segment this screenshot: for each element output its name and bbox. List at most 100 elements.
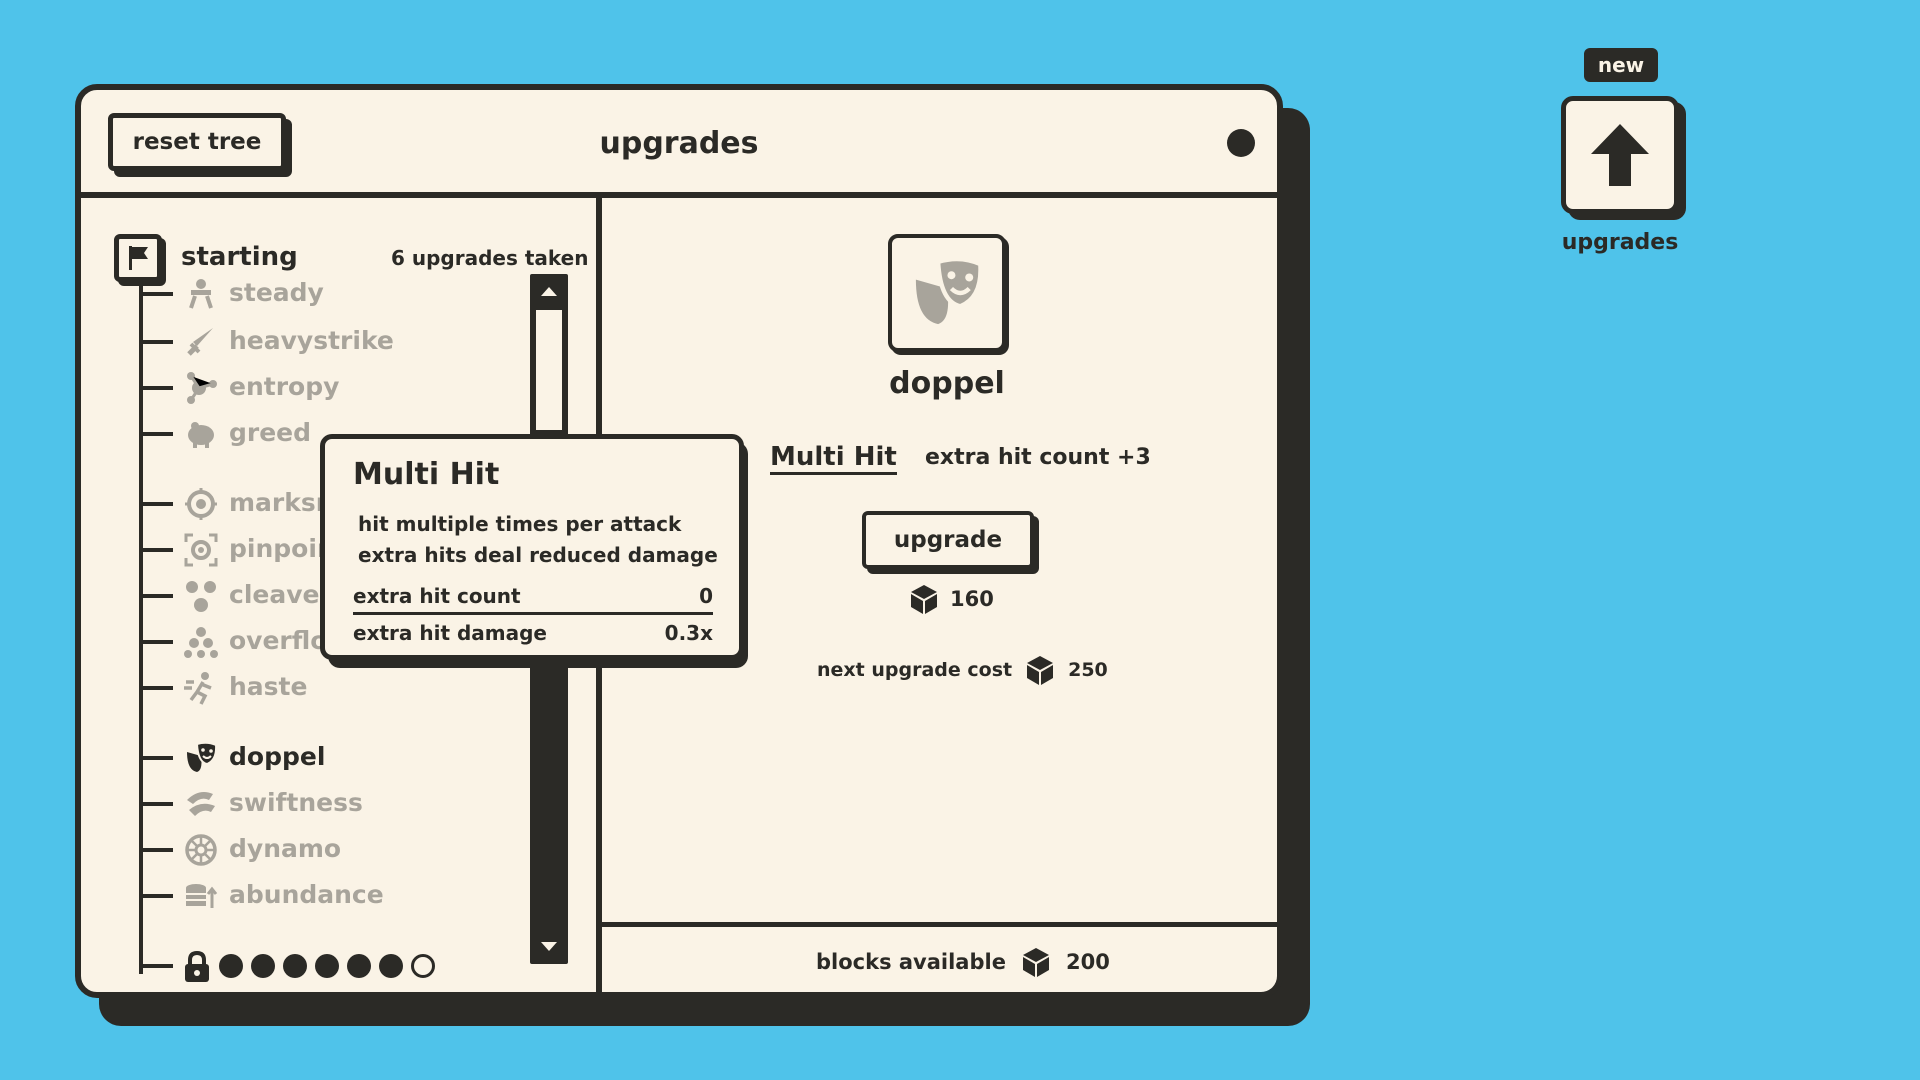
tree-node-label: pinpoin — [229, 534, 335, 563]
scroll-down-icon[interactable] — [530, 930, 568, 964]
next-upgrade-cost: next upgrade cost 250 — [817, 654, 1108, 686]
close-icon[interactable] — [1227, 129, 1255, 157]
tree-branch — [141, 594, 173, 598]
tree-node-label: entropy — [229, 372, 340, 401]
tree-node-label: steady — [229, 278, 324, 307]
panel-header: reset tree upgrades — [81, 90, 1277, 198]
tree-node-cleave[interactable]: cleave — [141, 576, 501, 616]
tree-node-pinpoint[interactable]: pinpoin — [141, 530, 501, 570]
tree-branch — [141, 848, 173, 852]
blocks-available: blocks available 200 — [816, 946, 1110, 978]
tree-node-label: swiftness — [229, 788, 363, 817]
tooltip-stat-value: 0 — [699, 584, 713, 608]
tree-root-label: starting — [181, 242, 298, 272]
tree-node-overflow[interactable]: overflo — [141, 622, 501, 662]
tree-node-greed[interactable]: greed — [141, 414, 501, 454]
tree-node-swiftness[interactable]: swiftness — [141, 784, 501, 824]
tree-branch — [141, 686, 173, 690]
stack-icon — [184, 627, 218, 658]
tree-node-heavystrike[interactable]: heavystrike — [141, 322, 501, 362]
masks-icon — [915, 256, 983, 325]
stat-tooltip: Multi Hit hit multiple times per attack … — [320, 434, 744, 660]
sword-icon — [187, 328, 213, 356]
new-badge: new — [1584, 48, 1658, 82]
tree-node-label: cleave — [229, 580, 320, 609]
tooltip-description: hit multiple times per attack extra hits… — [358, 509, 718, 571]
tree-branch — [141, 292, 173, 296]
focus-icon — [184, 533, 218, 567]
arrow-up-icon — [1591, 124, 1649, 186]
progress-pip-filled — [219, 954, 243, 978]
swift-icon — [187, 792, 215, 816]
tooltip-stat-label: extra hit count — [353, 584, 521, 608]
tree-branch — [141, 640, 173, 644]
lock-icon — [185, 950, 209, 982]
tree-node-entropy[interactable]: entropy — [141, 368, 501, 408]
tree-branch — [141, 502, 173, 506]
progress-pip-filled — [283, 954, 307, 978]
panel-title: upgrades — [599, 126, 759, 161]
tree-branch — [141, 340, 173, 344]
tree-node-dynamo[interactable]: dynamo — [141, 830, 501, 870]
upgrades-taken-count: 6 upgrades taken — [391, 246, 589, 270]
steady-icon — [189, 279, 213, 309]
progress-pip-filled — [379, 954, 403, 978]
tree-branch — [141, 964, 173, 968]
coins-icon — [186, 884, 218, 908]
tree-branch — [141, 432, 173, 436]
tree-branch — [141, 756, 173, 760]
tree-node-label: dynamo — [229, 834, 342, 863]
block-icon — [911, 585, 937, 614]
molecule-icon — [187, 372, 217, 404]
tree-node-label: abundance — [229, 880, 384, 909]
tree-branch — [141, 802, 173, 806]
cleave-icon — [186, 581, 216, 612]
stat-name-link[interactable]: Multi Hit — [770, 442, 897, 475]
tree-branch — [141, 548, 173, 552]
tooltip-desc-line: hit multiple times per attack — [358, 512, 682, 536]
scrollbar-thumb[interactable] — [536, 310, 562, 430]
flag-icon[interactable] — [114, 234, 162, 282]
locked-tier — [141, 946, 471, 986]
tree-node-steady[interactable]: steady — [141, 274, 501, 314]
progress-pip-filled — [251, 954, 275, 978]
scroll-up-icon[interactable] — [530, 274, 568, 308]
open-upgrades-button[interactable] — [1561, 96, 1679, 214]
progress-pip-filled — [315, 954, 339, 978]
next-cost-label: next upgrade cost — [817, 659, 1013, 681]
reset-tree-button[interactable]: reset tree — [108, 113, 286, 171]
tree-node-label: overflo — [229, 626, 328, 655]
blocks-label: blocks available — [816, 950, 1006, 974]
tooltip-title: Multi Hit — [353, 457, 500, 492]
tree-branch — [141, 386, 173, 390]
tooltip-stat-value: 0.3x — [664, 621, 713, 645]
footer-divider — [596, 922, 1283, 927]
upgrade-cost: 160 — [908, 583, 994, 615]
upgrade-button[interactable]: upgrade — [862, 511, 1034, 569]
tree-trunk — [139, 284, 143, 974]
upgrade-name: doppel — [889, 366, 1005, 401]
blocks-value: 200 — [1065, 950, 1110, 974]
tree-node-haste[interactable]: haste — [141, 668, 501, 708]
progress-pip-empty — [411, 954, 435, 978]
tooltip-stat-row: extra hit count 0 — [353, 584, 713, 615]
runner-icon — [184, 672, 212, 705]
tree-branch — [141, 894, 173, 898]
tooltip-desc-line: extra hits deal reduced damage — [358, 543, 718, 567]
tree-node-label: haste — [229, 672, 308, 701]
tree-node-label: heavystrike — [229, 326, 394, 355]
tooltip-stat-row: extra hit damage 0.3x — [353, 621, 713, 645]
stat-effect: extra hit count +3 — [925, 445, 1151, 470]
wheel-icon — [185, 834, 217, 866]
block-icon — [1022, 948, 1049, 977]
next-cost-value: 250 — [1068, 659, 1108, 681]
target-icon — [185, 488, 217, 520]
upgrade-icon-box — [888, 234, 1006, 352]
masks-icon — [187, 741, 218, 772]
upgrades-button-label: upgrades — [1561, 230, 1679, 255]
block-icon — [1027, 656, 1054, 685]
progress-pip-filled — [347, 954, 371, 978]
tree-node-abundance[interactable]: abundance — [141, 876, 501, 916]
cost-value: 160 — [950, 587, 994, 611]
tree-node-doppel[interactable]: doppel — [141, 738, 501, 778]
